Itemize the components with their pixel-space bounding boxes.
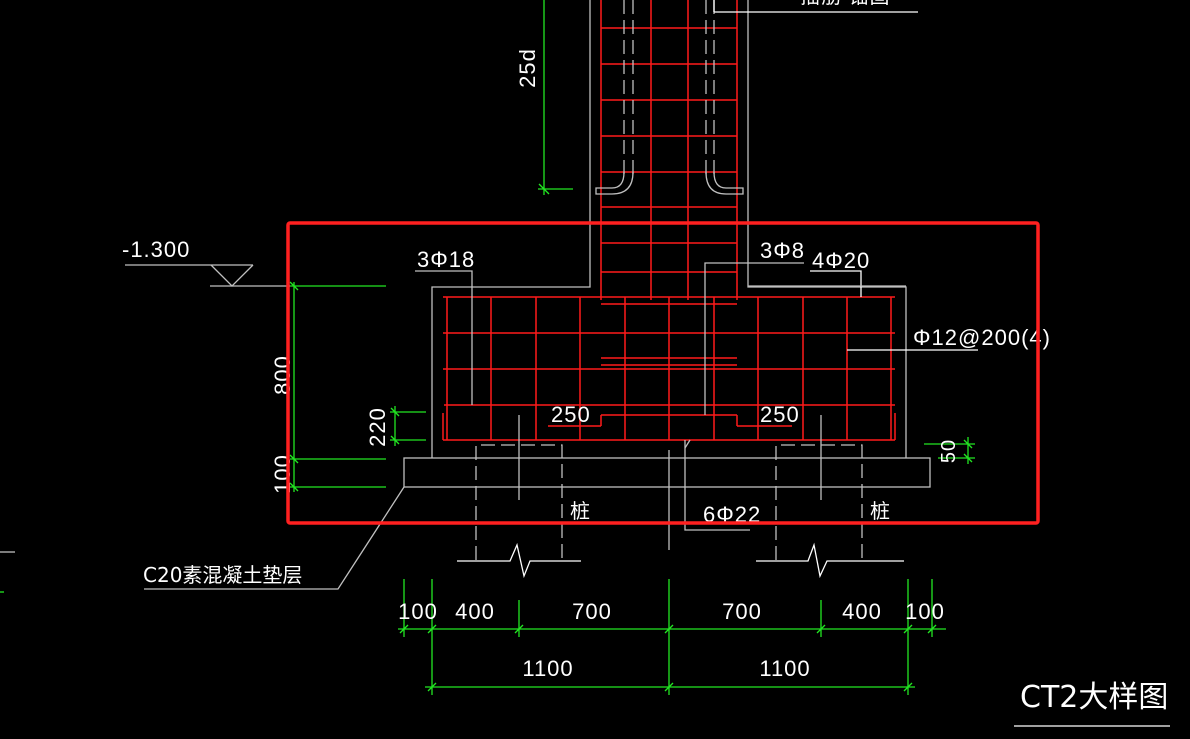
dim-row1-1: 400: [455, 599, 495, 624]
horizontal-dimensions: 100 400 700 700 400 100 1100 1100: [398, 579, 946, 695]
stirrup-cap-label: Φ12@200(4): [913, 325, 1051, 350]
piles: 桩 桩: [457, 415, 904, 579]
pile-embed-dim: 220: [365, 407, 390, 447]
cushion-label: C20素混凝土垫层: [143, 563, 302, 587]
dim-row1-4: 400: [842, 599, 882, 624]
elevation-label: -1.300: [122, 237, 190, 262]
cap-height-dim: 800: [270, 355, 295, 395]
vertical-dimensions: 800 100 220 50: [270, 281, 975, 494]
pile-left-label: 桩: [570, 499, 590, 523]
clipped-top-label: 插筋 锚固: [800, 0, 891, 8]
cushion-thickness-dim: 100: [270, 454, 295, 494]
cover-left-label: 250: [551, 402, 591, 427]
pile-right-label: 桩: [870, 499, 890, 523]
anchor-dimension: 25d: [515, 0, 573, 195]
anchor-length-label: 25d: [515, 48, 540, 88]
elevation-mark: -1.300: [122, 237, 290, 287]
left-edge-fragment: [0, 551, 15, 593]
dim-row1-2: 700: [572, 599, 612, 624]
cap-rebar: 250 250: [442, 296, 896, 441]
dim-row1-0: 100: [398, 599, 438, 624]
left-rebar-label: 3Φ18: [417, 247, 475, 272]
dim-row2-1: 1100: [759, 656, 810, 681]
dim-row1-5: 100: [905, 599, 945, 624]
column: 插筋 锚固: [589, 0, 918, 300]
dim-row1-3: 700: [722, 599, 762, 624]
dim-row2-0: 1100: [522, 656, 573, 681]
top-rebar-label: 4Φ20: [812, 248, 870, 273]
rebar-leaders: 3Φ18 3Φ8 4Φ20 Φ12@200(4) 6Φ22 C20素混凝土垫层: [143, 238, 1051, 587]
stirrup-column-label: 3Φ8: [760, 238, 805, 263]
selection-highlight-box: [286, 221, 1040, 525]
pile-cap-outline: [144, 222, 931, 590]
drawing-title-block: CT2大样图: [1014, 680, 1170, 727]
bar-cover-dim: 50: [938, 439, 960, 463]
cover-right-label: 250: [760, 402, 800, 427]
drawing-title: CT2大样图: [1020, 680, 1168, 715]
